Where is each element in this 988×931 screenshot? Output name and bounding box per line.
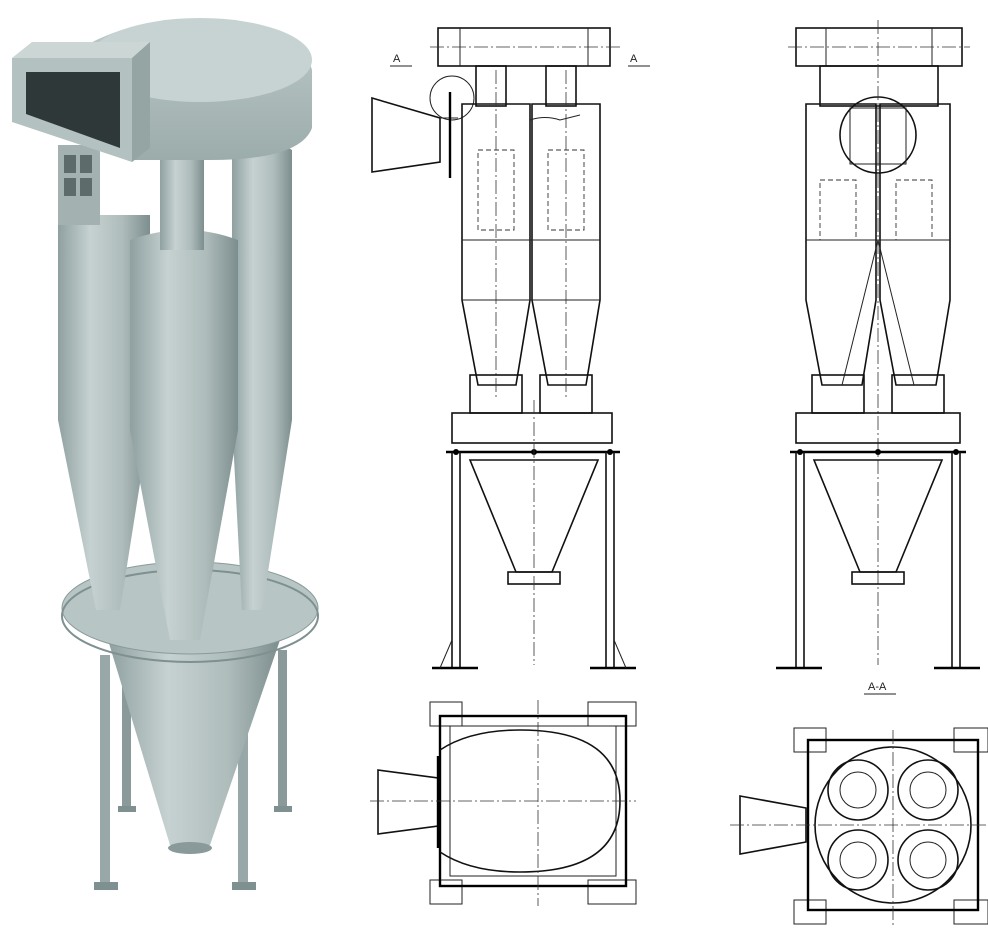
front-elevation-view: A A bbox=[371, 27, 650, 670]
cyclone-cone-rear bbox=[232, 140, 292, 610]
section-mark-left: A bbox=[393, 53, 401, 65]
section-mark-right: A bbox=[630, 53, 638, 65]
cyclone-cone-left bbox=[58, 215, 150, 610]
cyclone-cone-front bbox=[130, 230, 238, 640]
dust-hopper bbox=[108, 640, 280, 845]
plan-view bbox=[370, 700, 637, 906]
side-elevation-view bbox=[776, 20, 980, 670]
support-legs bbox=[94, 650, 292, 890]
outlet-pipe bbox=[160, 150, 204, 250]
section-title: A-A bbox=[868, 681, 887, 693]
cyclone-sections bbox=[827, 759, 959, 891]
section-a-a-view: A-A bbox=[730, 681, 988, 926]
inlet-duct bbox=[12, 42, 150, 162]
cyclone-3d-render bbox=[12, 18, 319, 890]
